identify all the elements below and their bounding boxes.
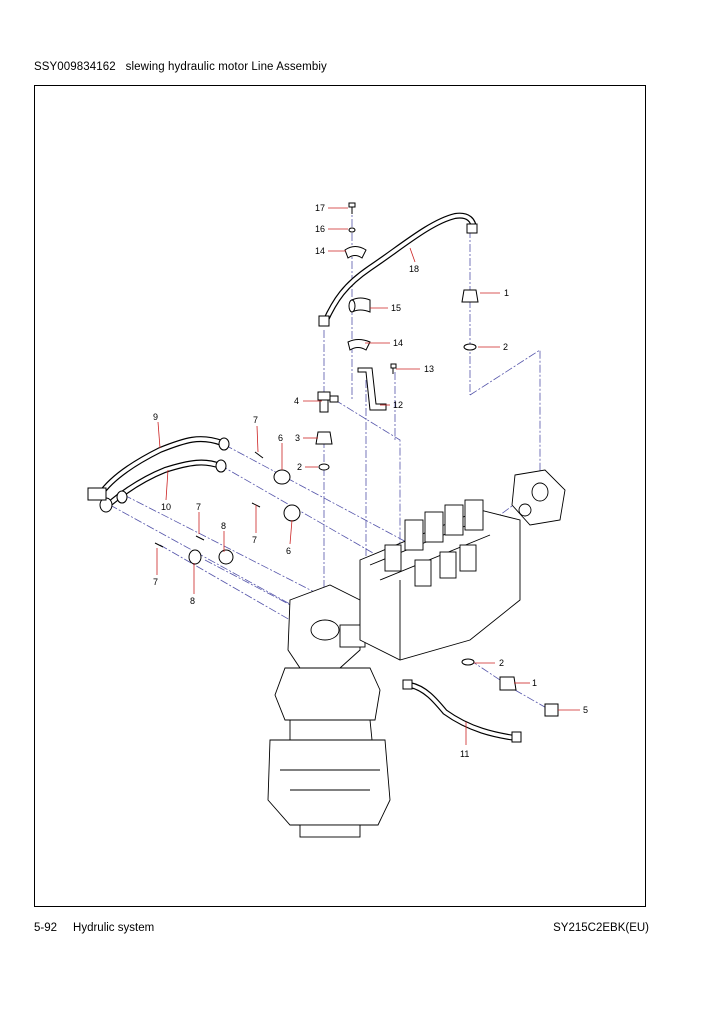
callout-14: 14 bbox=[315, 246, 325, 256]
callout-1: 1 bbox=[504, 288, 509, 298]
callout-15: 15 bbox=[391, 303, 401, 313]
callout-18: 18 bbox=[409, 264, 419, 274]
section-name: Hydrulic system bbox=[73, 922, 155, 934]
callout-2: 2 bbox=[503, 342, 508, 352]
callout-7: 7 bbox=[252, 535, 257, 545]
small-parts bbox=[154, 202, 559, 717]
hose-9 bbox=[97, 436, 230, 497]
callout-7: 7 bbox=[253, 415, 258, 425]
callout-2: 2 bbox=[297, 462, 302, 472]
swing-motor bbox=[267, 584, 391, 838]
callout-7: 7 bbox=[196, 502, 201, 512]
callout-1: 1 bbox=[532, 678, 537, 688]
model-number: SY215C2EBK(EU) bbox=[553, 922, 649, 934]
assembly-guide-lines bbox=[109, 205, 551, 711]
callout-13: 13 bbox=[424, 364, 434, 374]
control-valve bbox=[359, 499, 521, 661]
callout-12: 12 bbox=[393, 400, 403, 410]
callout-7: 7 bbox=[153, 577, 158, 587]
footer-spacer bbox=[57, 922, 73, 934]
hose-18 bbox=[318, 212, 478, 327]
callout-2: 2 bbox=[499, 658, 504, 668]
leader-lines bbox=[156, 207, 580, 745]
drawing-frame bbox=[34, 85, 646, 907]
hose-11 bbox=[402, 679, 522, 743]
callout-11: 11 bbox=[460, 749, 469, 759]
callout-labels: 17 16 14 18 1 15 14 2 13 4 12 9 7 6 3 2 … bbox=[153, 203, 588, 759]
flange-block bbox=[511, 469, 566, 526]
callout-16: 16 bbox=[315, 224, 325, 234]
callout-6: 6 bbox=[286, 546, 291, 556]
callout-8: 8 bbox=[221, 521, 226, 531]
callout-9: 9 bbox=[153, 412, 158, 422]
page-number: 5-92 bbox=[34, 922, 58, 934]
callout-5: 5 bbox=[583, 705, 588, 715]
footer-left: 5-92 Hydrulic system bbox=[34, 922, 154, 934]
page-title: SSY009834162 slewing hydraulic motor Lin… bbox=[34, 61, 327, 73]
callout-10: 10 bbox=[161, 502, 171, 512]
callout-6: 6 bbox=[278, 433, 283, 443]
callout-4: 4 bbox=[294, 396, 299, 406]
hose-10 bbox=[87, 459, 227, 513]
callout-3: 3 bbox=[295, 433, 300, 443]
callout-8: 8 bbox=[190, 596, 195, 606]
callout-17: 17 bbox=[315, 203, 325, 213]
callout-14: 14 bbox=[393, 338, 403, 348]
